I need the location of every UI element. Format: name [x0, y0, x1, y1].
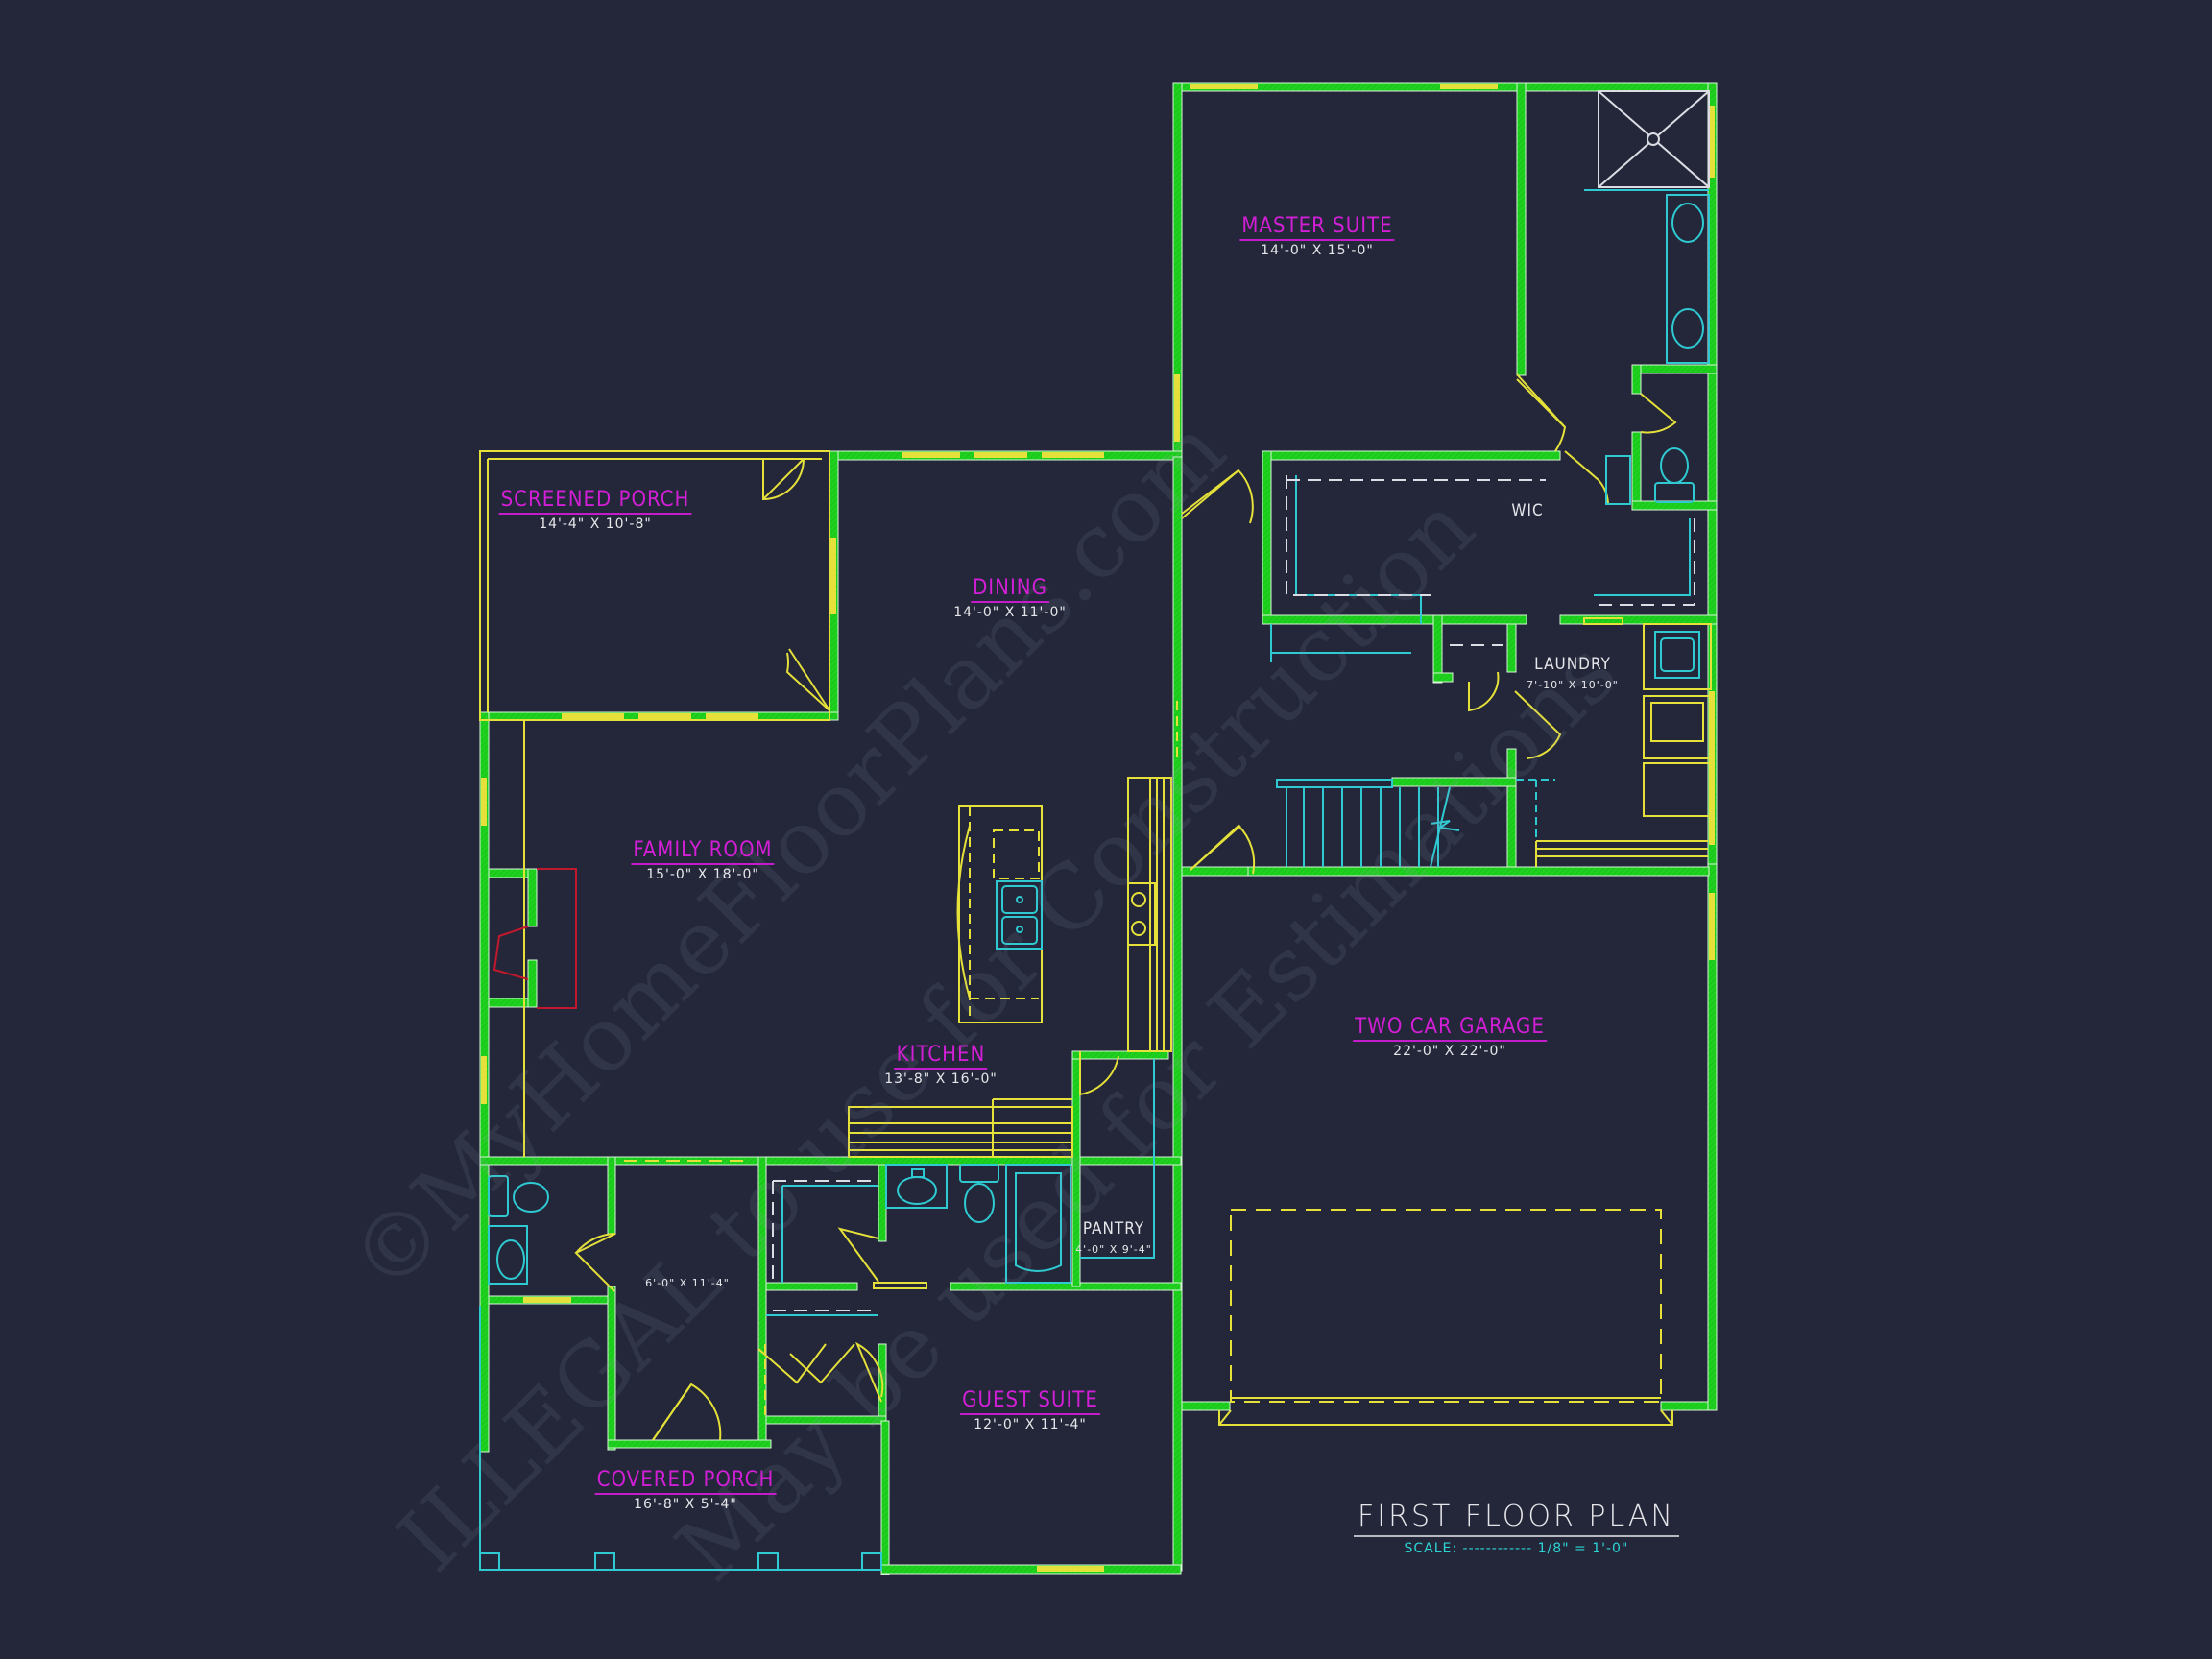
doors-windows: [479, 84, 1715, 1572]
fireplace: [493, 868, 577, 1009]
room-name: TWO CAR GARAGE: [1353, 1016, 1547, 1042]
room-name: SCREENED PORCH: [498, 489, 692, 515]
fixtures: [479, 189, 1710, 1571]
room-name: COVERED PORCH: [594, 1469, 777, 1495]
room-label-dining: DINING 14'-0" X 11'-0": [953, 577, 1067, 621]
title-block: FIRST FLOOR PLAN SCALE: ------------ 1/8…: [1354, 1500, 1679, 1556]
room-dimensions: 22'-0" X 22'-0": [1393, 1044, 1506, 1059]
room-label-screened-porch: SCREENED PORCH 14'-4" X 10'-8": [498, 489, 692, 532]
room-name: KITCHEN: [894, 1044, 988, 1070]
shower: [772, 90, 1710, 1311]
room-label-laundry: LAUNDRY 7'-10" X 10'-0": [1527, 653, 1619, 691]
room-dimensions: 4'-0" X 9'-4": [1075, 1243, 1152, 1256]
room-dimensions: 14'-4" X 10'-8": [539, 517, 652, 532]
room-name: MASTER SUITE: [1239, 215, 1395, 241]
scale-label: SCALE:: [1404, 1541, 1458, 1556]
room-label-covered-porch: COVERED PORCH 16'-8" X 5'-4": [594, 1469, 777, 1512]
room-dimensions: 15'-0" X 18'-0": [646, 867, 759, 882]
room-dimensions: 14'-0" X 11'-0": [953, 605, 1067, 620]
scale-value: ------------ 1/8" = 1'-0": [1462, 1541, 1629, 1556]
room-name: LAUNDRY: [1534, 655, 1611, 674]
room-dimensions: 6'-0" X 11'-4": [645, 1277, 730, 1289]
room-name: DINING: [971, 577, 1049, 603]
walls: [479, 82, 1718, 1575]
room-dimensions: 13'-8" X 16'-0": [884, 1071, 998, 1087]
room-name: GUEST SUITE: [960, 1389, 1100, 1415]
plan-title: FIRST FLOOR PLAN: [1354, 1500, 1679, 1537]
room-label-two-car-garage: TWO CAR GARAGE 22'-0" X 22'-0": [1353, 1016, 1547, 1059]
room-dimensions: 12'-0" X 11'-4": [974, 1417, 1087, 1432]
room-name: WIC: [1511, 501, 1544, 520]
room-label-kitchen: KITCHEN 13'-8" X 16'-0": [884, 1044, 998, 1088]
room-dimensions: 16'-8" X 5'-4": [634, 1497, 737, 1512]
room-label-wic: WIC: [1509, 499, 1545, 523]
room-label-guest-suite: GUEST SUITE 12'-0" X 11'-4": [960, 1389, 1100, 1432]
room-label-master-suite: MASTER SUITE 14'-0" X 15'-0": [1239, 215, 1395, 258]
room-name: PANTRY: [1082, 1219, 1145, 1238]
plan-scale: SCALE: ------------ 1/8" = 1'-0": [1354, 1541, 1679, 1556]
room-label-pantry: PANTRY 4'-0" X 9'-4": [1075, 1217, 1152, 1256]
room-label-family-room: FAMILY ROOM 15'-0" X 18'-0": [631, 839, 775, 882]
room-dimensions: 14'-0" X 15'-0": [1261, 243, 1374, 258]
room-dimensions: 7'-10" X 10'-0": [1527, 679, 1619, 691]
room-name: FAMILY ROOM: [631, 839, 775, 865]
room-label-foyer: 6'-0" X 11'-4": [645, 1275, 730, 1289]
